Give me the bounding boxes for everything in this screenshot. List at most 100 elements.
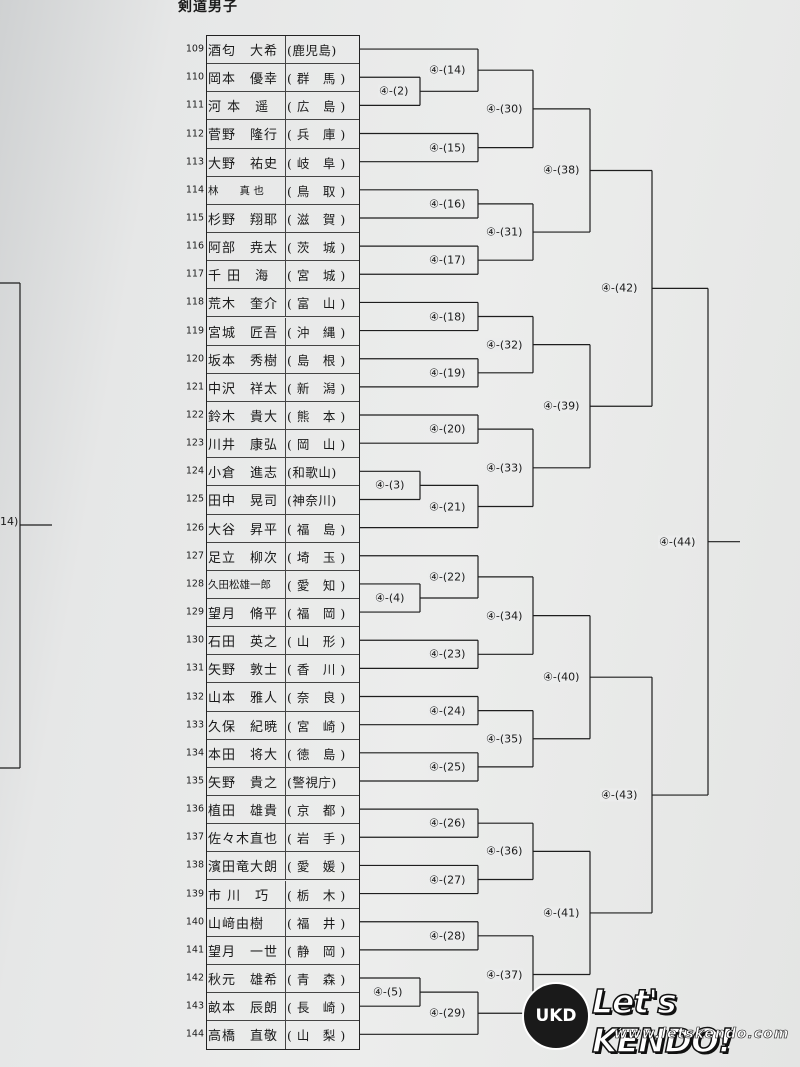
player-name: 河 本 遥 xyxy=(208,100,270,116)
prefecture: ( 福 島 ) xyxy=(287,521,346,537)
player-name: 中沢 祥太 xyxy=(208,381,279,397)
prefecture: ( 京 都 ) xyxy=(287,803,346,819)
match-label-m28: ④-(28) xyxy=(428,929,467,943)
prefecture: ( 鳥 取 ) xyxy=(287,183,346,199)
entry-number: 110 xyxy=(185,71,204,83)
prefecture: (神奈川) xyxy=(287,493,337,509)
player-name: 濱田竜大朗 xyxy=(208,860,279,876)
player-name: 秋元 雄希 xyxy=(208,972,279,988)
prefecture: ( 山 梨 ) xyxy=(287,1028,346,1044)
match-label-m38: ④-(38) xyxy=(542,163,581,177)
prefecture: ( 滋 賀 ) xyxy=(287,211,346,227)
column-divider xyxy=(285,936,286,964)
prefecture: ( 宮 城 ) xyxy=(287,268,346,284)
match-label-m36: ④-(36) xyxy=(485,844,524,858)
prefecture: ( 熊 本 ) xyxy=(287,408,346,424)
entry-number: 111 xyxy=(185,99,204,111)
prefecture: ( 新 潟 ) xyxy=(287,380,346,396)
entry-number: 137 xyxy=(185,831,204,843)
player-name: 植田 雄貴 xyxy=(208,804,279,820)
page-title: 剣道男子 xyxy=(178,0,238,15)
entry-number: 113 xyxy=(185,156,204,168)
column-divider xyxy=(285,430,286,458)
entry-row: 阿部 尭太( 茨 城 ) xyxy=(207,233,359,262)
entry-number: 127 xyxy=(185,550,204,562)
match-label-m17: ④-(17) xyxy=(428,253,467,267)
entry-number: 129 xyxy=(185,606,204,618)
prefecture: ( 岐 阜 ) xyxy=(287,155,346,171)
entry-row: 杉野 翔耶( 滋 賀 ) xyxy=(207,204,359,234)
match-label-m39: ④-(39) xyxy=(542,399,581,413)
prefecture: (鹿児島) xyxy=(287,43,337,58)
entry-row: 菅野 隆行( 兵 庫 ) xyxy=(207,120,359,149)
player-name: 田中 晃司 xyxy=(208,494,279,510)
prefecture: ( 群 馬 ) xyxy=(287,71,346,87)
match-label-m22: ④-(22) xyxy=(428,570,467,584)
match-label-m16: ④-(16) xyxy=(428,197,467,211)
entry-number: 141 xyxy=(185,944,204,956)
match-label-m21: ④-(21) xyxy=(428,500,467,513)
entry-row: 山本 雅人( 奈 良 ) xyxy=(207,683,359,712)
prefecture: ( 島 根 ) xyxy=(287,352,346,368)
column-divider xyxy=(285,486,286,514)
match-label-m44: ④-(44) xyxy=(658,535,697,549)
column-divider xyxy=(285,64,286,92)
entry-number: 144 xyxy=(185,1028,204,1040)
match-label-m25: ④-(25) xyxy=(428,760,467,774)
match-label-m4: ④-(4) xyxy=(374,591,406,605)
entry-row: 山﨑由樹( 福 井 ) xyxy=(207,908,359,937)
column-divider xyxy=(285,627,286,655)
player-name: 岡本 優幸 xyxy=(208,72,279,88)
column-divider xyxy=(285,120,286,148)
player-name: 荒木 奎介 xyxy=(208,297,279,313)
column-divider xyxy=(285,993,286,1021)
entry-number: 109 xyxy=(185,43,204,55)
entry-row: 久田松雄一郎( 愛 知 ) xyxy=(207,570,359,599)
match-label-m35: ④-(35) xyxy=(485,732,524,746)
prefecture: ( 山 形 ) xyxy=(287,634,346,650)
prefecture: ( 徳 島 ) xyxy=(287,746,346,762)
player-name: 市 川 巧 xyxy=(208,888,270,904)
player-name: 大野 祐史 xyxy=(208,156,279,172)
player-name: 高橋 直敬 xyxy=(208,1029,279,1045)
entry-number: 116 xyxy=(185,240,204,252)
lets-kendo-logo: UKD Let's KENDO! www.letskendo.com xyxy=(518,978,790,1061)
column-divider xyxy=(285,655,286,683)
prefecture: ( 青 森 ) xyxy=(287,971,346,987)
entry-row: 鈴木 貴大( 熊 本 ) xyxy=(207,401,359,431)
entry-row: 市 川 巧( 栃 木 ) xyxy=(207,880,359,909)
entry-row: 矢野 貴之(警視庁) xyxy=(207,767,359,797)
prefecture: ( 福 岡 ) xyxy=(287,606,346,621)
entry-table: 酒匂 大希(鹿児島)岡本 優幸( 群 馬 )河 本 遥( 広 島 )菅野 隆行(… xyxy=(206,35,360,1050)
player-name: 坂本 秀樹 xyxy=(208,353,279,369)
column-divider xyxy=(285,852,286,880)
prefecture: ( 静 岡 ) xyxy=(287,943,346,959)
column-divider xyxy=(285,711,286,739)
entry-number: 133 xyxy=(185,719,204,731)
prefecture: ( 沖 縄 ) xyxy=(287,324,346,340)
player-name: 石田 英之 xyxy=(208,635,279,651)
match-label-m41: ④-(41) xyxy=(542,906,581,920)
player-name: 林 真 也 xyxy=(208,184,264,197)
entry-row: 荒木 奎介 ( 富 山 ) xyxy=(207,289,359,318)
entry-row: 矢野 敦士( 香 川 ) xyxy=(207,655,359,684)
column-divider xyxy=(285,289,286,317)
logo-wordmark: Let's KENDO! xyxy=(591,981,734,1061)
entry-row: 林 真 也 ( 鳥 取 ) xyxy=(207,176,359,205)
entry-number: 143 xyxy=(185,1000,204,1012)
entry-row: 望月 脩平( 福 岡 ) xyxy=(207,599,359,628)
entry-number: 140 xyxy=(185,916,204,928)
prefecture: (警視庁) xyxy=(287,774,337,790)
match-label-m14: ④-(14) xyxy=(428,63,467,77)
column-divider xyxy=(285,401,286,430)
player-name: 本田 将大 xyxy=(208,747,279,763)
prefecture: ( 兵 庫 ) xyxy=(287,127,346,143)
match-label-m26: ④-(26) xyxy=(428,816,467,830)
match-label-m30: ④-(30) xyxy=(485,102,524,116)
prefecture: ( 富 山 ) xyxy=(287,296,346,312)
entry-number: 125 xyxy=(185,493,204,505)
entry-row: 河 本 遥( 広 島 ) xyxy=(207,92,359,121)
column-divider xyxy=(285,767,286,796)
